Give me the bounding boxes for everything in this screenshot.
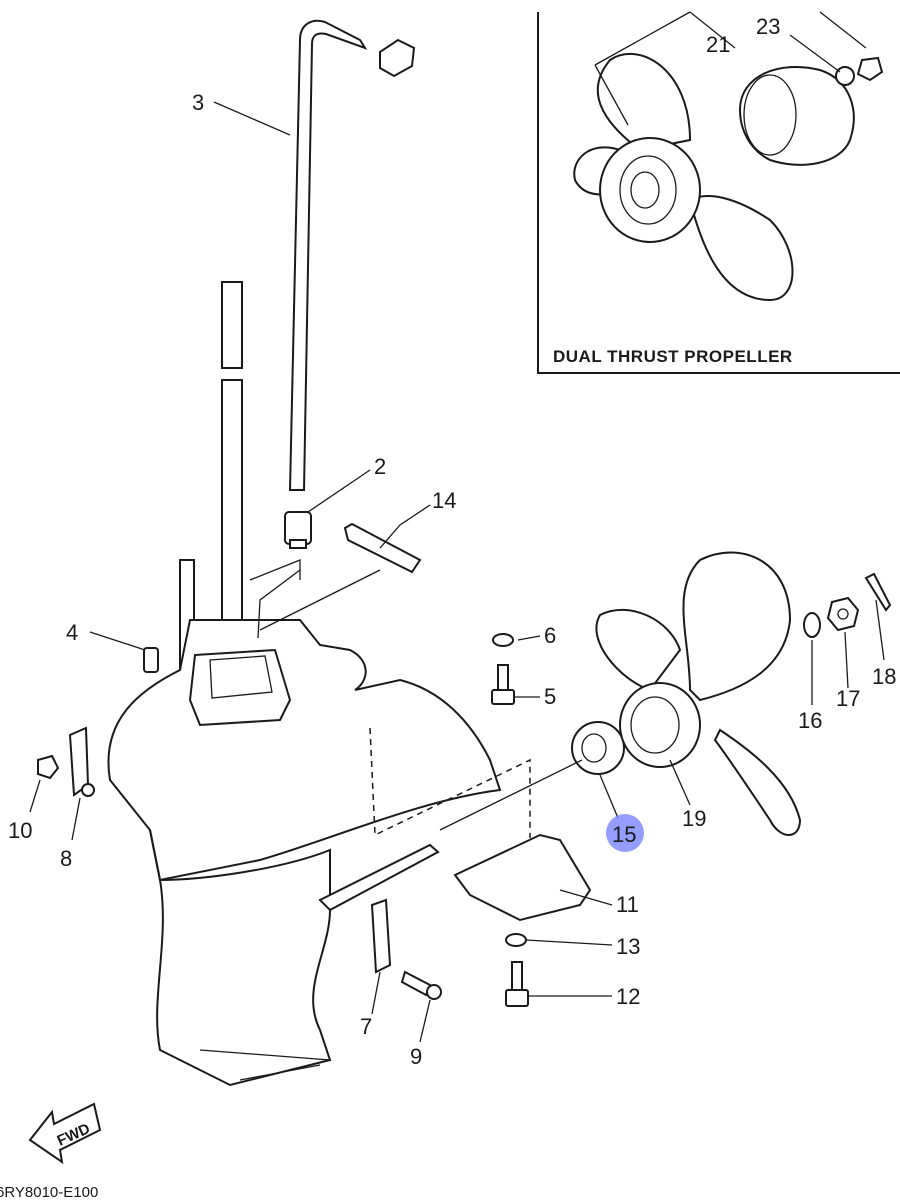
callout-14: 14 (432, 488, 456, 513)
part-2-grommet (284, 511, 312, 549)
housing-top-plate (188, 648, 292, 727)
part-12-bolt (505, 961, 529, 1007)
leader-lines (29, 101, 885, 1043)
callout-18: 18 (872, 664, 896, 689)
callout-4: 4 (66, 620, 78, 645)
callout-10: 10 (8, 818, 32, 843)
callout-21: 21 (706, 32, 730, 57)
inset-leader-top (819, 11, 867, 49)
part-7-anode (370, 898, 392, 974)
part-13-washer (505, 933, 527, 947)
highlight-marker (606, 814, 644, 852)
part-19-propeller (595, 551, 802, 836)
callout-17: 17 (836, 686, 860, 711)
water-tube (288, 19, 416, 491)
part-16-washer (803, 612, 821, 638)
callout-23: 23 (756, 14, 780, 39)
part-4-pin (143, 647, 159, 673)
inset-leader-21 (594, 11, 736, 126)
part-9-bolt (400, 970, 442, 1000)
propeller-shaft (318, 843, 440, 912)
callouts: 3 2 14 4 6 5 10 8 15 19 16 17 18 11 13 1… (8, 90, 896, 1069)
callout-3: 3 (192, 90, 204, 115)
part-15-spacer (571, 721, 625, 775)
inset-title: DUAL THRUST PROPELLER (553, 347, 793, 366)
part-14-strip (343, 522, 422, 574)
lower-unit-housing (107, 559, 502, 1087)
callout-16: 16 (798, 708, 822, 733)
part-5-bolt (491, 664, 515, 705)
callout-2: 2 (374, 454, 386, 479)
callout-7: 7 (360, 1014, 372, 1039)
inset-frame (537, 12, 900, 374)
callout-19: 19 (682, 806, 706, 831)
dual-thrust-inset: 21 23 DUAL THRUST PROPELLER (537, 11, 900, 374)
callout-15: 15 (612, 822, 636, 847)
part-18-cotter-pin (864, 572, 892, 612)
part-10-nut (37, 754, 60, 780)
callout-9: 9 (410, 1044, 422, 1069)
inset-propeller (573, 53, 884, 302)
callout-5: 5 (544, 684, 556, 709)
part-17-nut (826, 596, 860, 632)
callout-8: 8 (60, 846, 72, 871)
callout-12: 12 (616, 984, 640, 1009)
part-6-washer (492, 633, 514, 647)
part-8-anode (68, 726, 95, 797)
drawing-code: 6RY8010-E100 (0, 1184, 98, 1200)
callout-13: 13 (616, 934, 640, 959)
fwd-arrow: FWD (28, 1102, 102, 1165)
callout-11: 11 (616, 892, 639, 917)
tube-grommet (379, 38, 416, 78)
callout-6: 6 (544, 623, 556, 648)
part-11-trim-tab (453, 833, 592, 922)
inset-leader-23 (789, 34, 841, 73)
